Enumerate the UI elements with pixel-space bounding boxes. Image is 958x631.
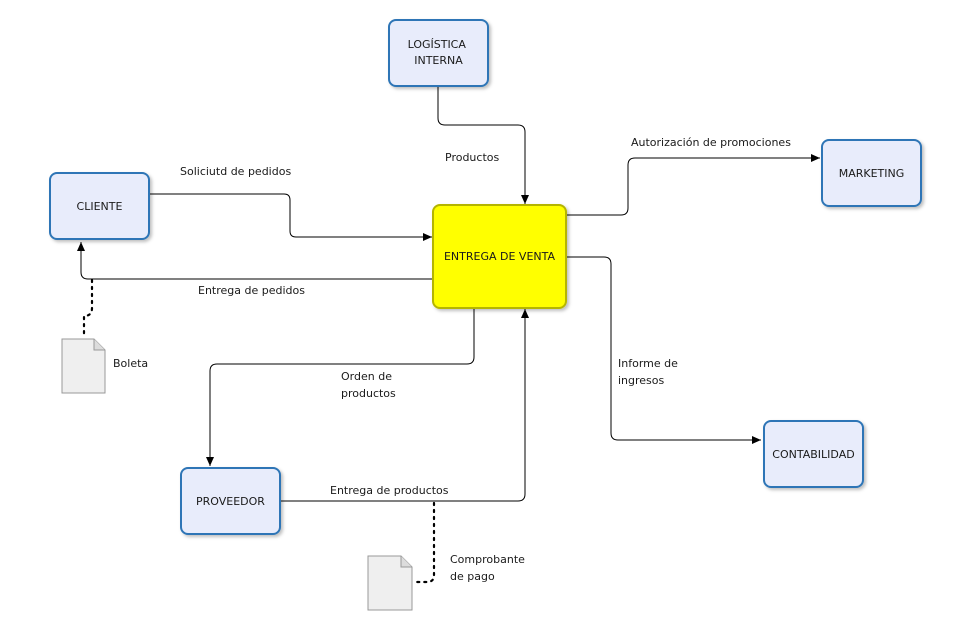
document-label: Boleta [113,357,148,370]
doc-link-boleta [82,278,94,338]
edge-entrega-to-cliente [77,242,433,280]
node-label: MARKETING [839,167,905,180]
node-entrega-de-venta: ENTREGA DE VENTA [432,204,567,309]
connectors [77,87,820,584]
document-boleta: Boleta [61,338,148,394]
edge-logistica-to-entrega [437,87,529,204]
node-logistica-interna: LOGÍSTICA INTERNA [388,19,489,87]
edge-label-promociones: Autorización de promociones [631,136,791,149]
edge-entrega-to-proveedor [206,308,475,466]
edge-proveedor-to-entrega [281,309,529,502]
edge-label-informe: Informe de ingresos [618,357,681,387]
document-label: Comprobante de pago [450,553,528,583]
edge-entrega-to-contabilidad [567,256,761,444]
edge-entrega-to-marketing [567,154,820,216]
document-comprobante: Comprobante de pago [367,553,528,611]
edge-label-productos: Productos [445,151,499,164]
node-label: PROVEEDOR [196,495,265,508]
node-label: ENTREGA DE VENTA [444,250,556,263]
node-marketing: MARKETING [821,139,922,207]
edge-label-orden: Orden de productos [341,370,396,400]
node-label: CONTABILIDAD [772,448,854,461]
edge-cliente-to-entrega [150,193,432,241]
edge-label-entrega-pedidos: Entrega de pedidos [198,284,305,297]
document-icon [367,555,413,611]
node-label: LOGÍSTICA INTERNA [408,38,470,67]
document-icon [61,338,106,394]
node-label: CLIENTE [77,200,123,213]
node-contabilidad: CONTABILIDAD [763,420,864,488]
edge-label-entrega-productos: Entrega de productos [330,484,449,497]
node-proveedor: PROVEEDOR [180,467,281,535]
node-cliente: CLIENTE [49,172,150,240]
doc-link-comprobante [411,501,436,584]
edge-label-solicitud: Soliciutd de pedidos [180,165,291,178]
